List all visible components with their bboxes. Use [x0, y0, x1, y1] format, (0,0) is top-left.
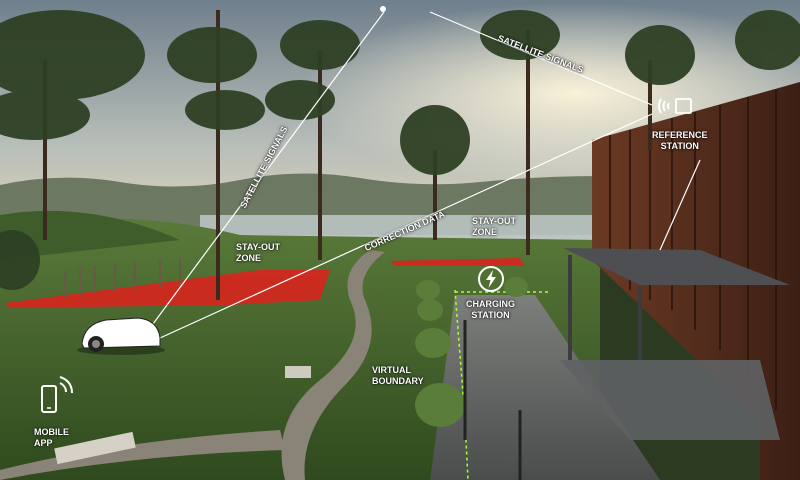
reference-station-icon — [658, 98, 692, 114]
signal-lines — [149, 11, 701, 339]
charging-icon — [478, 266, 504, 292]
virtual-boundary-label: VIRTUAL BOUNDARY — [372, 365, 424, 386]
robot-mower-icon — [77, 317, 165, 355]
stay-out-zone-right — [390, 258, 525, 266]
stay-out-zone-left — [5, 270, 330, 308]
mobile-app-label: MOBILE APP — [34, 427, 69, 448]
mobile-phone-icon — [41, 376, 73, 413]
stay-out-zone-right-label: STAY-OUT ZONE — [472, 216, 517, 237]
reference-station-label: REFERENCE STATION — [652, 130, 708, 151]
virtual-boundary-line — [454, 289, 469, 480]
charging-station-label: CHARGING STATION — [466, 299, 515, 320]
stay-out-zone-left-label: STAY-OUT ZONE — [236, 242, 281, 263]
satellite-signal-icon — [380, 6, 386, 12]
